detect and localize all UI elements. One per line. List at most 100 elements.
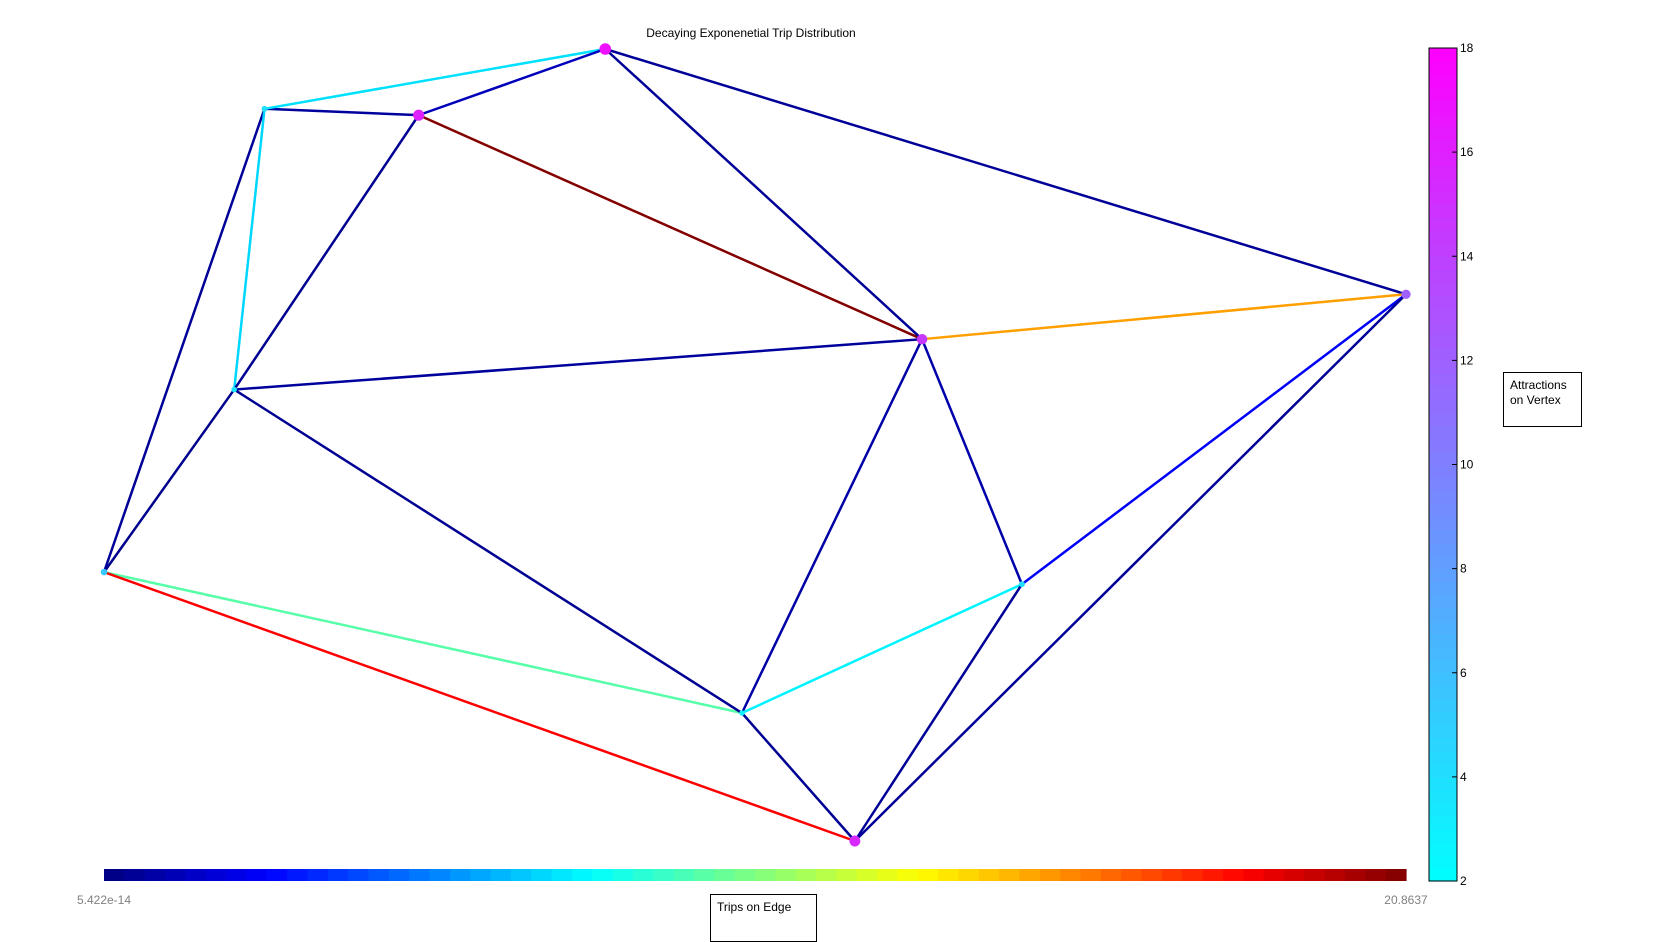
vertex-colorbar-segment (1429, 698, 1457, 713)
vertex-colorbar-segment (1429, 412, 1457, 427)
vertex-colorbar-segment (1429, 815, 1457, 830)
edge-colorbar-segment (1121, 869, 1143, 881)
edge-colorbar-segment (673, 869, 695, 881)
vertex-colorbar-segment (1429, 620, 1457, 635)
vertex-colorbar-tick-label: 18 (1460, 41, 1474, 55)
vertex-colorbar-segment (1429, 282, 1457, 296)
edge-colorbar-segment (226, 869, 247, 881)
vertex-colorbar-segment (1429, 516, 1457, 531)
edge-colorbar-segment (368, 869, 390, 881)
edge-colorbar-segment (836, 869, 858, 881)
vertex-colorbar-segment (1429, 204, 1457, 218)
edge-colorbar-segment (1019, 869, 1041, 881)
vertex-colorbar-segment (1429, 841, 1457, 856)
edge-colorbar (104, 869, 1407, 881)
edge-D-C (232, 113, 420, 391)
edge-colorbar-segment (1182, 869, 1204, 881)
vertex-colorbar-segment (1429, 269, 1457, 283)
edge-colorbar-segment (755, 869, 776, 881)
vertex-colorbar-segment (1429, 451, 1457, 466)
edge-colorbar-segment (551, 869, 573, 881)
edge-colorbar-segment (1344, 869, 1366, 881)
edge-colorbar-segment (327, 869, 349, 881)
edge-colorbar-label: Trips on Edge (717, 900, 792, 914)
edge-colorbar-segment (266, 869, 288, 881)
vertex-colorbar-label-box: Attractions on Vertex (1503, 372, 1582, 427)
vertex-colorbar-segment (1429, 373, 1457, 388)
vertex-colorbar-segment (1429, 347, 1457, 361)
vertex-colorbar-segment (1429, 685, 1457, 700)
edge-J-G (853, 293, 1408, 843)
edge-colorbar-segment (1141, 869, 1163, 881)
vertex-C (231, 386, 238, 393)
vertex-B (261, 105, 268, 112)
vertex-colorbar-segment (1429, 256, 1457, 270)
vertex-colorbar-segment (1429, 295, 1457, 309)
edge-C-F (232, 388, 744, 715)
edge-colorbar-segment (816, 869, 837, 881)
edge-colorbar-segment (104, 869, 125, 881)
edge-colorbar-segment (1080, 869, 1102, 881)
edge-colorbar-segment (877, 869, 898, 881)
edge-A-C (102, 388, 236, 574)
edge-F-I (740, 582, 1024, 715)
vertex-colorbar-segment (1429, 646, 1457, 661)
vertex-colorbar-segment (1429, 750, 1457, 765)
edge-colorbar-segment (734, 869, 756, 881)
edge-colorbar-segment (693, 869, 715, 881)
edge-colorbar-segment (856, 869, 878, 881)
edge-colorbar-label-box: Trips on Edge (710, 894, 817, 942)
edge-colorbar-segment (1324, 869, 1346, 881)
vertex-colorbar-segment (1429, 737, 1457, 752)
edge-colorbar-segment (449, 869, 471, 881)
edge-H-F (740, 337, 924, 715)
vertex-E (599, 43, 612, 55)
edge-colorbar-segment (490, 869, 512, 881)
edge-colorbar-segment (1283, 869, 1305, 881)
edge-colorbar-segment (592, 869, 614, 881)
vertex-colorbar-segment (1429, 230, 1457, 244)
edge-colorbar-segment (1243, 869, 1265, 881)
edge-A-F (102, 570, 744, 715)
vertex-colorbar-segment (1429, 711, 1457, 726)
vertex-colorbar-segment (1429, 360, 1457, 374)
edge-colorbar-segment (165, 869, 186, 881)
edge-A-B (102, 107, 266, 574)
vertex-F (739, 710, 745, 716)
vertex-colorbar-tick-label: 12 (1460, 353, 1474, 367)
vertex-colorbar-segment (1429, 438, 1457, 453)
vertex-colorbar-tick-label: 10 (1460, 458, 1474, 472)
edge-colorbar-segment (531, 869, 553, 881)
vertex-colorbar-segment (1429, 165, 1457, 179)
edge-colorbar-segment (510, 869, 532, 881)
vertex-colorbar-segment (1429, 854, 1457, 869)
edge-D-H (417, 113, 924, 341)
vertex-colorbar-segment (1429, 464, 1457, 479)
vertex-colorbar-segment (1429, 763, 1457, 778)
vertex-colorbar-segment (1429, 48, 1457, 62)
edge-colorbar-segment (1365, 869, 1387, 881)
edge-colorbar-segment (429, 869, 451, 881)
edge-C-H (232, 337, 924, 391)
edge-H-I (920, 337, 1024, 586)
edge-colorbar-min-label: 5.422e-14 (77, 893, 131, 907)
vertex-colorbar-segment (1429, 490, 1457, 505)
vertex-colorbar-tick-label: 16 (1460, 145, 1474, 159)
vertex-H (916, 333, 928, 345)
vertex-colorbar-segment (1429, 178, 1457, 192)
edge-colorbar-segment (999, 869, 1021, 881)
edge-colorbar-segment (1385, 869, 1407, 881)
edge-colorbar-segment (775, 869, 797, 881)
edge-colorbar-segment (205, 869, 227, 881)
edge-colorbar-segment (632, 869, 654, 881)
vertex-colorbar-tick-label: 4 (1460, 770, 1467, 784)
vertex-colorbar-segment (1429, 555, 1457, 570)
vertex-colorbar-segment (1429, 152, 1457, 166)
edge-colorbar-segment (144, 869, 166, 881)
vertex-D (413, 109, 425, 121)
edge-colorbar-segment (287, 869, 309, 881)
vertex-colorbar-segment (1429, 581, 1457, 596)
vertex-colorbar-segment (1429, 867, 1457, 882)
edge-colorbar-segment (185, 869, 207, 881)
vertex-colorbar-segment (1429, 399, 1457, 414)
